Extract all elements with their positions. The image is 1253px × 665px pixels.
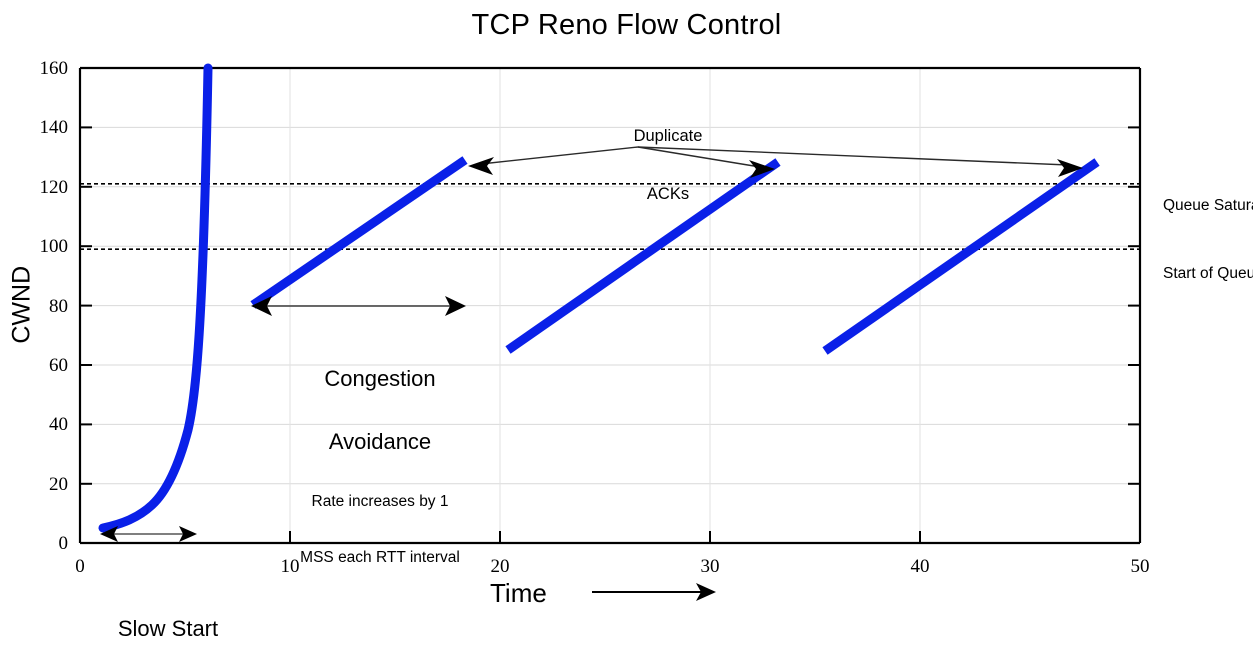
- y-tick-160: 160: [39, 58, 69, 79]
- queue-saturation-label: Queue Saturation: [1163, 160, 1253, 251]
- slow-start-heading: Slow Start: [117, 615, 219, 641]
- y-tick-80: 80: [49, 296, 68, 317]
- x-axis-title: Time: [490, 578, 547, 608]
- congestion-avoidance-annotation: Congestion Avoidance Rate increases by 1…: [240, 328, 520, 605]
- chart-title: TCP Reno Flow Control: [471, 9, 782, 41]
- duplicate-acks-arrowheads: [468, 157, 1083, 178]
- duplicate-acks-line-1: Duplicate: [633, 126, 703, 145]
- y-tick-60: 60: [49, 355, 68, 376]
- congestion-avoidance-segment-3: [822, 158, 1100, 355]
- x-tick-50: 50: [1130, 556, 1150, 577]
- y-tick-20: 20: [49, 474, 68, 495]
- right-axis-ticks: [1128, 126, 1140, 485]
- duplicate-acks-leader-lines: [480, 146, 1069, 168]
- y-tick-0: 0: [58, 533, 69, 554]
- start-of-queuing-label-text: Start of Queuing: [1163, 264, 1253, 282]
- slow-start-annotation: Slow Start Rate doubles each RTT interva…: [58, 578, 278, 665]
- slow-start-curve: [98, 63, 213, 533]
- y-axis-title: CWND: [7, 265, 36, 344]
- duplicate-acks-line-2: ACKs: [646, 185, 690, 204]
- gridlines: [80, 126, 1140, 485]
- x-tick-10: 10: [280, 556, 300, 577]
- y-tick-40: 40: [49, 414, 68, 435]
- x-tick-20: 20: [490, 556, 510, 577]
- congestion-avoidance-heading-line-2: Avoidance: [328, 429, 432, 455]
- slow-start-span-arrow: [100, 526, 197, 542]
- x-tick-40: 40: [910, 556, 930, 577]
- duplicate-acks-annotation: Duplicate ACKs: [578, 88, 758, 244]
- start-of-queuing-label: Start of Queuing: [1163, 228, 1253, 319]
- x-tick-30: 30: [700, 556, 720, 577]
- y-axis-ticks: [80, 67, 92, 544]
- x-tick-0: 0: [75, 556, 85, 577]
- congestion-avoidance-span-arrow: [251, 296, 466, 316]
- congestion-avoidance-sub-line-1: Rate increases by 1: [311, 493, 449, 511]
- y-tick-120: 120: [39, 177, 69, 198]
- congestion-avoidance-segment-1: [250, 156, 468, 309]
- time-axis-arrow: [592, 583, 716, 601]
- congestion-avoidance-segment-2: [505, 158, 781, 354]
- congestion-avoidance-heading-line-1: Congestion: [324, 365, 436, 391]
- queue-saturation-label-text: Queue Saturation: [1163, 196, 1253, 214]
- y-tick-100: 100: [39, 236, 69, 257]
- congestion-avoidance-sub-line-2: MSS each RTT interval: [300, 549, 460, 567]
- y-tick-140: 140: [39, 117, 69, 138]
- x-axis-ticks: [289, 531, 921, 543]
